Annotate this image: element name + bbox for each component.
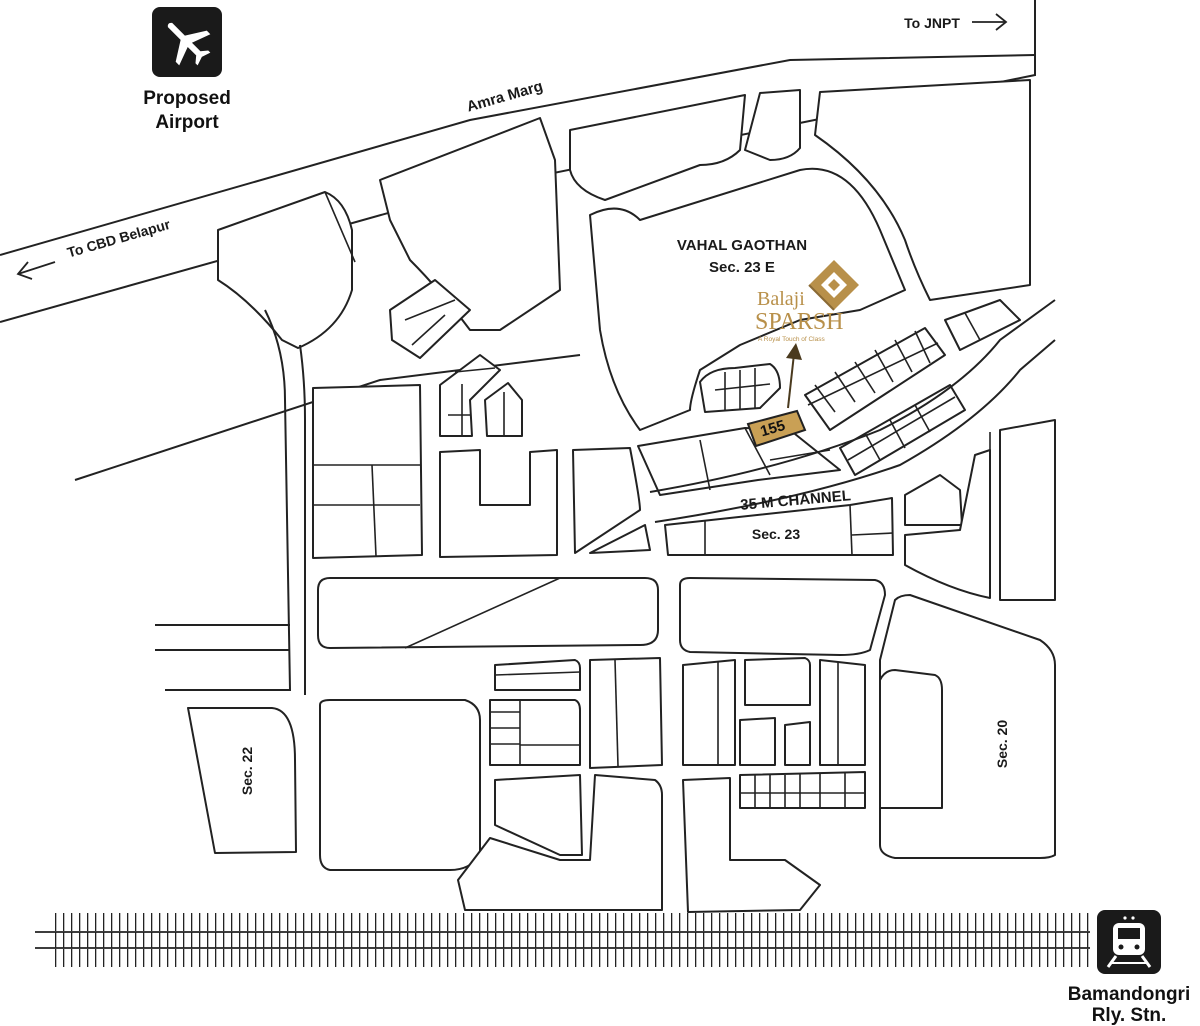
balaji-sparsh-logo: Balaji SPARSH A Royal Touch of Class bbox=[755, 260, 859, 343]
train-icon bbox=[1097, 910, 1161, 974]
plot-number: 155 bbox=[758, 417, 787, 440]
central-parcels bbox=[457, 657, 866, 913]
sec23e-label: Sec. 23 E bbox=[709, 259, 775, 276]
plot-155[interactable]: 155 bbox=[746, 409, 807, 448]
brand-line1: Balaji bbox=[757, 288, 805, 310]
airport-poi: Proposed Airport bbox=[143, 7, 231, 133]
arrow-right-icon bbox=[972, 13, 1008, 31]
north-blocks bbox=[217, 79, 1031, 431]
sec20-label: Sec. 20 bbox=[994, 720, 1010, 768]
row-parcels bbox=[804, 299, 1021, 476]
west-small-parcels bbox=[389, 279, 523, 437]
sec23-label: Sec. 23 bbox=[752, 526, 800, 542]
vahal-gaothan-label: VAHAL GAOTHAN bbox=[677, 237, 807, 254]
arrow-left-icon bbox=[16, 261, 56, 280]
station-label-line2: Rly. Stn. bbox=[1092, 1005, 1167, 1026]
mid-blocks bbox=[312, 384, 841, 559]
pointer-arrow bbox=[786, 343, 802, 409]
sec23-strip bbox=[664, 419, 1056, 601]
brand-line2: SPARSH bbox=[755, 309, 844, 335]
channel bbox=[649, 299, 1056, 523]
west-roads bbox=[155, 309, 306, 854]
diamond-logo-icon bbox=[808, 260, 859, 311]
airport-label-line1: Proposed bbox=[143, 88, 231, 109]
railway bbox=[35, 913, 1090, 967]
south-blocks bbox=[317, 577, 1056, 871]
brand-tagline: A Royal Touch of Class bbox=[758, 336, 825, 343]
airplane-icon bbox=[152, 7, 222, 77]
sec22-label: Sec. 22 bbox=[239, 747, 255, 795]
station-label-line1: Bamandongri bbox=[1068, 984, 1190, 1005]
to-cbd-label: To CBD Belapur bbox=[65, 216, 172, 261]
airport-label-line2: Airport bbox=[155, 112, 219, 133]
amra-marg-label: Amra Marg bbox=[465, 78, 545, 116]
station-poi: Bamandongri Rly. Stn. bbox=[1068, 910, 1190, 1026]
to-jnpt-label: To JNPT bbox=[904, 15, 960, 31]
